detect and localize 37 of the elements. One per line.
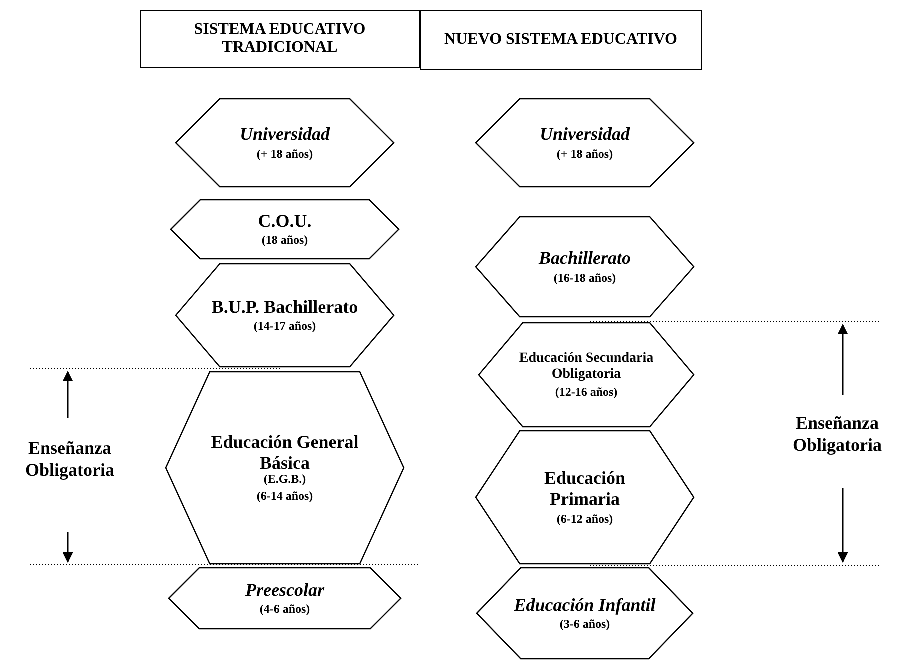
hexagon-box: [475, 430, 695, 565]
detail-text: (E.G.B.): [264, 473, 306, 488]
age-range: (6-14 años): [256, 490, 314, 504]
age-range: (16-18 años): [554, 272, 616, 286]
age-range: (12-16 años): [555, 386, 618, 400]
level-name: Educación Secundaria Obligatoria: [518, 350, 655, 383]
bracket-label: Enseñanza Obligatoria: [24, 438, 116, 482]
bracket-label: Enseñanza Obligatoria: [792, 413, 883, 456]
hexagon-box: [165, 371, 405, 565]
age-range: (14-17 años): [254, 320, 316, 334]
hexagon-box: [168, 567, 402, 630]
level-name: Universidad: [540, 124, 630, 145]
hexagon-box: [476, 567, 694, 660]
hexagon-box: [170, 199, 400, 260]
hexagon-box: [475, 98, 695, 188]
age-range: (4-6 años): [260, 603, 310, 618]
header-box: [140, 10, 420, 68]
hexagon-box: [478, 322, 695, 428]
level-name: Preescolar: [246, 580, 324, 600]
age-range: (+ 18 años): [556, 148, 614, 162]
age-range: (6-12 años): [556, 512, 614, 527]
hexagon-box: [175, 263, 395, 368]
level-name: C.O.U.: [258, 210, 312, 232]
age-range: (18 años): [262, 234, 308, 248]
age-range: (+ 18 años): [256, 148, 314, 162]
hexagon-box: [175, 98, 395, 188]
column-heading: SISTEMA EDUCATIVO TRADICIONAL: [193, 20, 367, 58]
level-name: Bachillerato: [538, 248, 631, 269]
hexagon-box: [475, 216, 695, 318]
age-range: (3-6 años): [560, 618, 610, 632]
level-name: Educación General Básica: [210, 432, 360, 474]
header-box: [420, 10, 702, 70]
level-name: Educación Infantil: [514, 594, 656, 616]
level-name: B.U.P. Bachillerato: [212, 296, 358, 318]
level-name: Educación Primaria: [543, 468, 627, 510]
column-heading: NUEVO SISTEMA EDUCATIVO: [444, 30, 678, 50]
level-name: Universidad: [240, 124, 330, 145]
